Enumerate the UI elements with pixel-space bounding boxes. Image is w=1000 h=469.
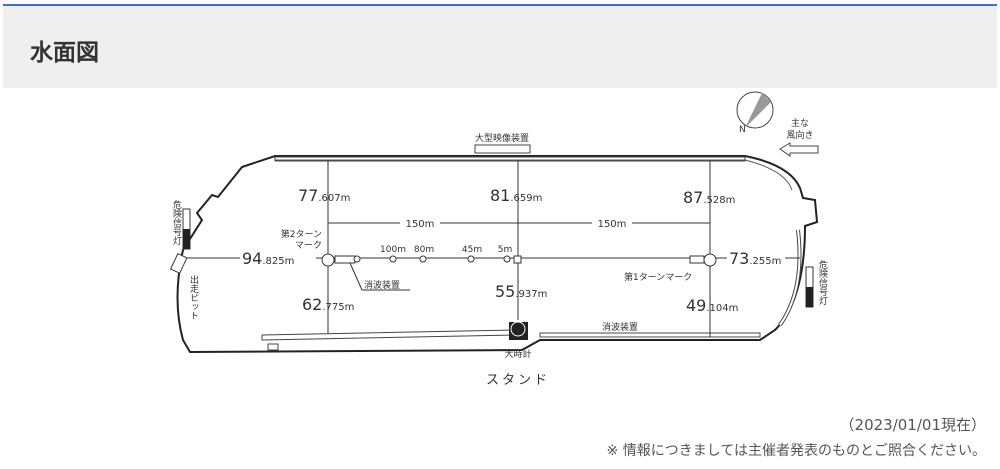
- clock-label: 大時計: [504, 348, 531, 360]
- turn-mark-2: [321, 253, 335, 267]
- pit-label: 出走ピット: [188, 274, 199, 320]
- svg-text:N: N: [739, 125, 746, 135]
- measure-77: 77.607m: [298, 186, 350, 205]
- wind-label: 風向き: [786, 129, 813, 141]
- big-screen-label: 大型映像装置: [475, 132, 529, 144]
- measure-62: 62.775m: [302, 295, 354, 314]
- danger-light-label-right: 危険信号灯: [817, 259, 828, 306]
- measure-55: 55.937m: [495, 282, 547, 301]
- turn-mark-2-label: マーク: [295, 240, 322, 251]
- wind-label: 主な: [791, 117, 809, 129]
- section-header: 水面図: [3, 4, 997, 88]
- measure-49: 49.104m: [686, 296, 738, 315]
- distance-5: 5m: [498, 245, 513, 255]
- clock-icon: [509, 321, 528, 340]
- measure-87: 87.528m: [683, 188, 735, 207]
- compass-icon: N: [736, 91, 774, 135]
- wind-arrow-icon: [779, 142, 819, 157]
- page-title: 水面図: [30, 40, 99, 66]
- wave-breaker-label-right: 消波装置: [602, 321, 638, 333]
- span-left: 150m: [406, 219, 435, 230]
- as-of-date: （2023/01/01現在）: [839, 416, 986, 434]
- turn-mark-1-label: 第1ターンマーク: [624, 271, 692, 283]
- measure-73: 73.255m: [729, 249, 781, 268]
- distance-100: 100m: [380, 245, 406, 255]
- disclaimer-note: ※ 情報につきましては主催者発表のものとご照合ください。: [606, 443, 986, 459]
- turn-mark-1: [703, 253, 717, 267]
- stand-label: スタンド: [486, 373, 550, 388]
- turn-mark-2-label: 第2ターン: [281, 228, 322, 240]
- distance-80: 80m: [414, 245, 434, 255]
- wave-breaker-label-left: 消波装置: [364, 279, 400, 291]
- measure-94: 94.825m: [242, 249, 294, 268]
- big-screen: [474, 144, 531, 154]
- measure-81: 81.659m: [490, 186, 542, 205]
- danger-light-label-left: 危険信号灯: [171, 199, 182, 246]
- distance-45: 45m: [462, 245, 482, 255]
- span-right: 150m: [598, 219, 627, 230]
